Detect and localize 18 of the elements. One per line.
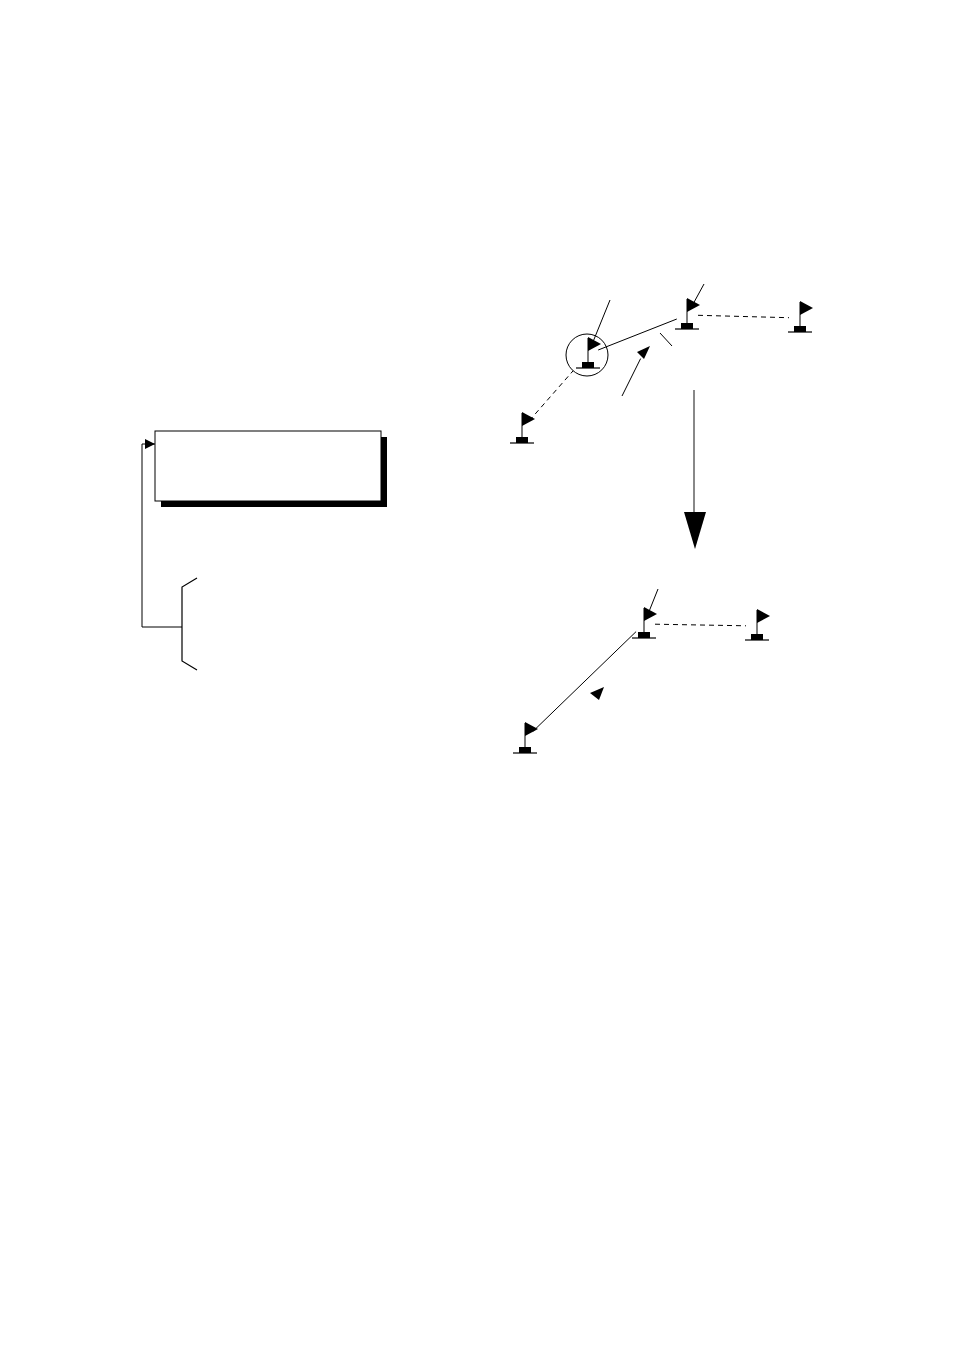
leader-line	[621, 358, 642, 397]
bracket	[181, 577, 198, 671]
survey-flag	[512, 722, 538, 754]
survey-flag	[674, 298, 700, 330]
survey-flag	[631, 607, 657, 639]
circle-marker	[565, 333, 609, 377]
dashed-line	[654, 623, 747, 627]
dashed-line	[697, 314, 790, 319]
line	[532, 631, 637, 732]
line	[597, 318, 678, 351]
direction-triangle	[590, 687, 604, 700]
arrow	[141, 439, 183, 628]
direction-triangle	[637, 346, 650, 359]
shadowed-box	[154, 430, 387, 507]
survey-flag	[744, 609, 770, 641]
survey-flag	[575, 337, 601, 369]
survey-flag	[509, 412, 535, 444]
survey-flag	[787, 301, 813, 333]
